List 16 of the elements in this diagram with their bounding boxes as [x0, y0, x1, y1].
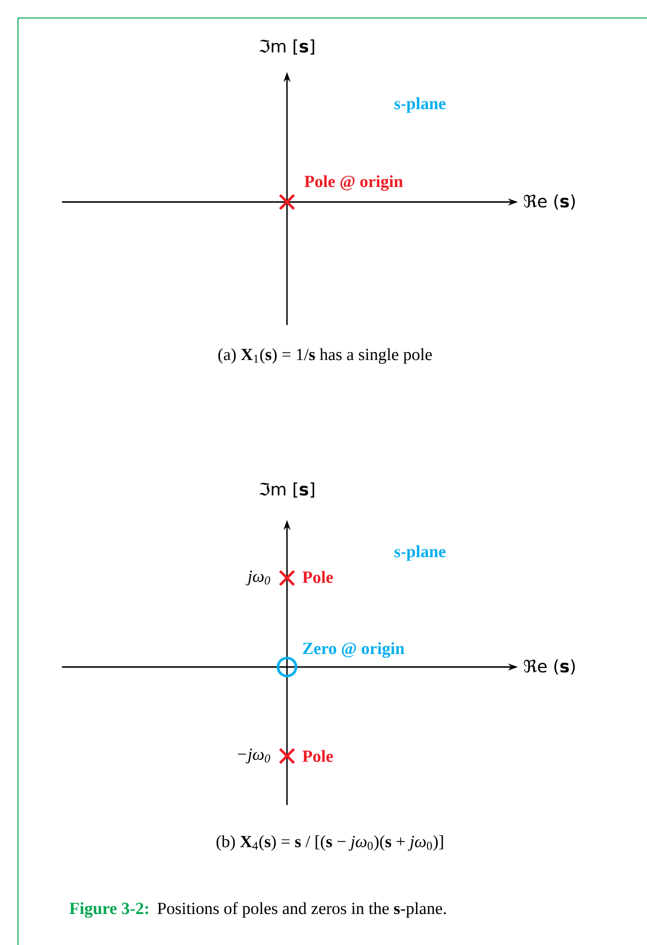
figure-number: Figure 3-2:	[70, 902, 148, 918]
pole-label: Pole	[302, 750, 333, 762]
plane-label: s-plane	[394, 545, 446, 561]
axis-label: ℑm [s]	[259, 39, 314, 55]
tick-label: jω$_{0}$	[246, 570, 270, 586]
axis-label: ℜe (s)	[524, 194, 575, 210]
subfigure-caption: (b) X$_{4}$(s) = s / [(s − jω$_{0}$)(s + jω$_{0}$)]	[216, 835, 443, 851]
tick-label: −jω$_{0}$	[238, 748, 270, 764]
figure-caption: Positions of poles and zeros in the s-plane.	[158, 902, 446, 918]
pole-label: Pole	[302, 571, 333, 583]
subfigure-caption: (a) X$_{1}$(s) = 1/s has a single pole	[218, 348, 432, 364]
axis-label: ℑm [s]	[259, 482, 314, 498]
plane-label: s-plane	[394, 97, 446, 113]
axis-label: ℜe (s)	[524, 659, 575, 675]
zero-label: Zero @ origin	[303, 642, 404, 658]
pole-label: Pole @ origin	[304, 175, 403, 191]
